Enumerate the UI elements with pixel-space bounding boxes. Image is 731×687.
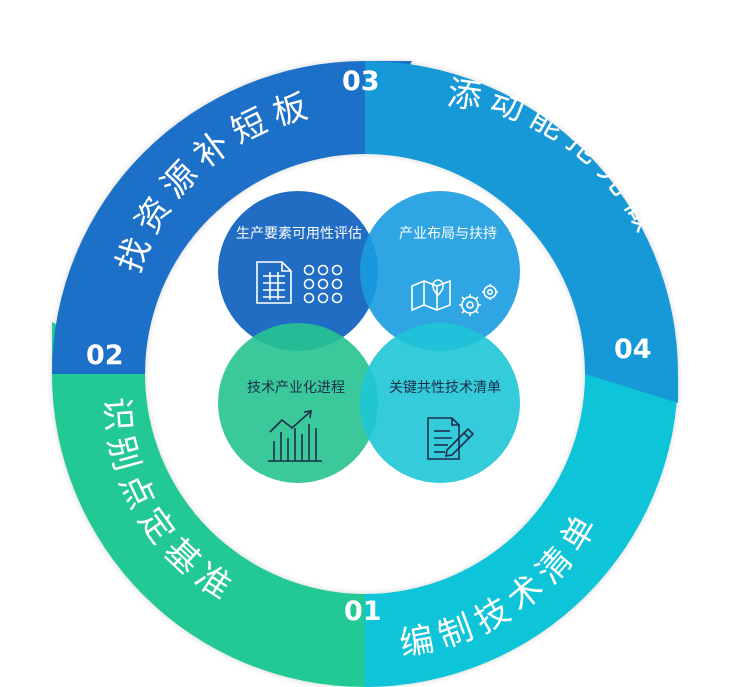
ring-segments xyxy=(52,61,678,687)
circle-factor-evaluation xyxy=(218,191,378,351)
circle-title-industry-layout: 产业布局与扶持 xyxy=(399,226,497,242)
segment-number-02: 02 xyxy=(86,340,124,371)
circle-title-factor-evaluation: 生产要素可用性评估 xyxy=(236,226,362,242)
circle-industry-layout xyxy=(360,191,520,351)
segment-number-01: 01 xyxy=(344,596,382,627)
ring-segment-03 xyxy=(52,61,412,374)
segment-number-03: 03 xyxy=(342,66,380,97)
circle-key-technology-list xyxy=(360,323,520,483)
ring-segment-01 xyxy=(365,374,678,687)
document-pen-icon xyxy=(427,417,475,460)
document-grid-icon xyxy=(256,261,343,304)
segment-number-04: 04 xyxy=(614,334,652,365)
circle-title-key-technology-list: 关键共性技术清单 xyxy=(389,380,501,396)
circle-industrialization-progress xyxy=(218,323,378,483)
bar-chart-trend-icon xyxy=(268,410,322,462)
center-circles xyxy=(218,191,520,483)
map-gears-icon xyxy=(411,279,498,316)
ring-segment-02 xyxy=(52,322,365,687)
ring-segment-04 xyxy=(365,61,678,403)
circle-title-industrialization-progress: 技术产业化进程 xyxy=(247,380,345,396)
